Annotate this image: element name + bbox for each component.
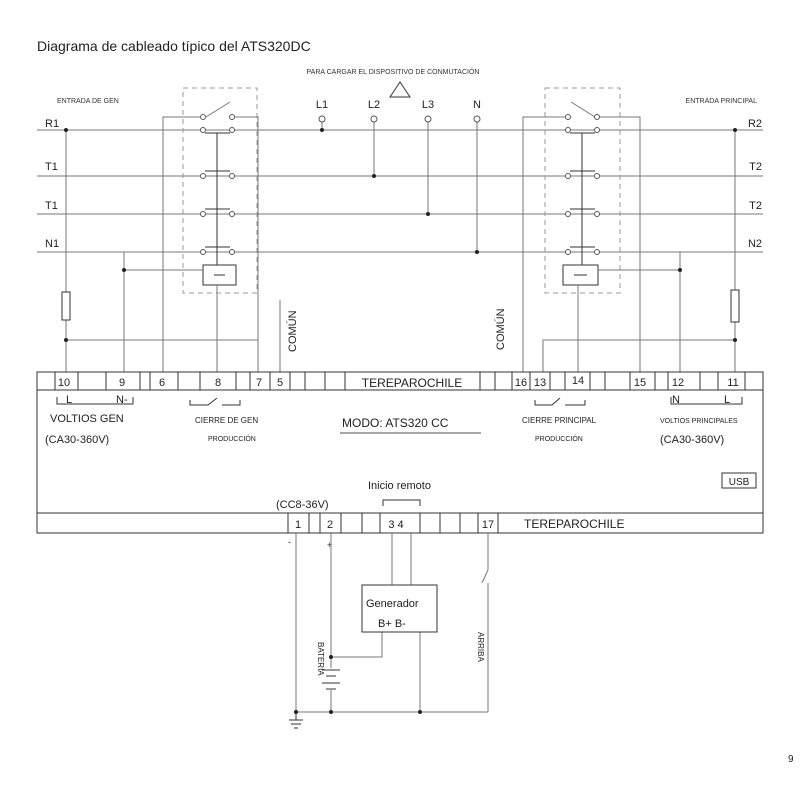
line-label-t2: T2 <box>749 161 762 173</box>
control-wiring <box>61 128 740 372</box>
usb-label: USB <box>729 477 750 488</box>
up-label: ARRIBA <box>476 632 485 662</box>
minus-sign: - <box>288 537 291 547</box>
diagram-title: Diagrama de cableado típico del ATS320DC <box>37 38 311 54</box>
terminal-9: 9 <box>119 377 125 389</box>
gen-contactor <box>162 87 259 372</box>
gen-input-label: ENTRADA DE GEN <box>57 98 119 105</box>
terminal-12: 12 <box>672 377 684 389</box>
page-number: 9 <box>788 754 794 765</box>
line-label-r2: R2 <box>748 118 762 130</box>
terminal-3-4: 3 4 <box>388 519 403 531</box>
line-label-t1b: T1 <box>45 200 58 212</box>
plus-sign: + <box>327 540 332 550</box>
gen-volts-range: (CA30-360V) <box>45 434 109 446</box>
gen-volts-n: N- <box>116 394 128 406</box>
battery-icon <box>322 669 340 690</box>
terminal-8: 8 <box>215 377 221 389</box>
battery-label: BATERIA <box>316 642 325 676</box>
controller-body <box>36 371 764 534</box>
supply-range: (CC8-36V) <box>276 499 329 511</box>
main-volts-range: (CA30-360V) <box>660 434 724 446</box>
gen-close-label: CIERRE DE GEN <box>195 416 258 425</box>
line-label-r1: R1 <box>45 118 59 130</box>
lower-strip-brand: TEREPAROCHILE <box>524 517 624 531</box>
gen-close-sub: PRODUCCIÓN <box>208 434 256 443</box>
line-label-t2b: T2 <box>749 200 762 212</box>
load-wires <box>318 115 481 254</box>
battery-wiring <box>289 533 489 729</box>
remote-start-label: Inicio remoto <box>368 480 431 492</box>
terminal-13: 13 <box>534 377 546 389</box>
terminal-15: 15 <box>634 377 646 389</box>
generator-terminals: B+ B- <box>378 618 406 630</box>
generator-label: Generador <box>366 598 419 610</box>
load-terminal-l2: L2 <box>368 99 380 111</box>
main-close-label: CIERRE PRINCIPAL <box>522 416 597 425</box>
terminal-2: 2 <box>327 519 333 531</box>
delta-symbol <box>389 81 411 98</box>
terminal-11: 11 <box>727 377 738 389</box>
main-close-sub: PRODUCCIÓN <box>535 434 583 443</box>
terminal-10: 10 <box>58 377 70 389</box>
gen-volts-label: VOLTIOS GEN <box>50 413 124 425</box>
main-volts-l: L <box>724 394 730 406</box>
terminal-16: 16 <box>515 377 527 389</box>
load-terminal-n: N <box>473 99 481 111</box>
terminal-6: 6 <box>159 377 165 389</box>
common-label-left: COMÚN <box>286 310 299 352</box>
terminal-17: 17 <box>482 519 494 531</box>
gen-volts-l: L <box>66 394 72 406</box>
generator-box <box>361 584 438 633</box>
main-volts-label: VOLTIOS PRINCIPALES <box>660 418 738 425</box>
load-note: PARA CARGAR EL DISPOSITIVO DE CONMUTACIÓ… <box>307 67 480 76</box>
common-label-right: COMÚN <box>494 308 507 350</box>
remote-start-bracket <box>382 499 421 506</box>
phase-lines <box>37 129 763 253</box>
usb-port <box>721 472 757 489</box>
line-label-t1: T1 <box>45 161 58 173</box>
line-label-n1: N1 <box>45 238 59 250</box>
main-input-label: ENTRADA PRINCIPAL <box>686 98 758 105</box>
upper-strip-brand: TEREPAROCHILE <box>362 376 462 390</box>
terminal-5: 5 <box>277 377 283 389</box>
load-terminal-l1: L1 <box>316 99 328 111</box>
terminal-1: 1 <box>295 519 301 531</box>
ground-icon <box>289 712 303 729</box>
mode-label: MODO: ATS320 CC <box>342 416 449 430</box>
terminal-7: 7 <box>256 377 262 389</box>
main-contactor <box>522 87 641 372</box>
main-volts-n: N <box>672 394 680 406</box>
upper-terminal-dividers <box>54 372 746 390</box>
load-terminal-l3: L3 <box>422 99 434 111</box>
fuse-icon <box>61 291 71 321</box>
line-label-n2: N2 <box>748 238 762 250</box>
terminal-14: 14 <box>572 375 584 387</box>
fuse-icon <box>730 289 740 323</box>
